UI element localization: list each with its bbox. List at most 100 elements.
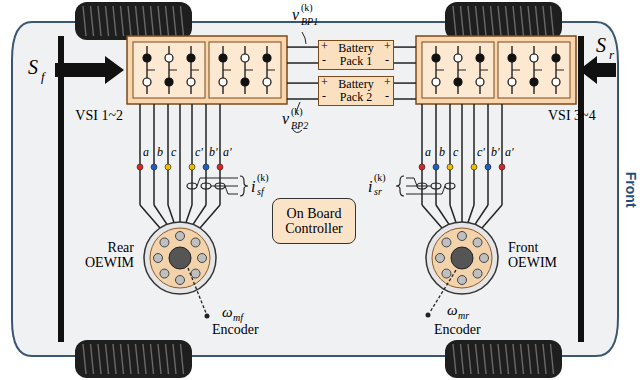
- signal-label: a': [223, 146, 232, 159]
- bolt: [198, 254, 207, 263]
- switch: [219, 78, 227, 86]
- tread: [143, 344, 146, 374]
- bolt: [176, 276, 185, 285]
- sensor-lead: [414, 178, 417, 186]
- leg-tap: [169, 70, 177, 71]
- wheel: [75, 340, 192, 378]
- phase-wire: [154, 205, 167, 224]
- tread: [498, 344, 501, 374]
- switch-group: [133, 42, 205, 98]
- motor-hub: [169, 247, 191, 269]
- phase-dot: [203, 164, 209, 170]
- tread: [91, 6, 94, 36]
- sensor-lead: [406, 178, 414, 179]
- tread: [98, 6, 101, 36]
- wheel: [445, 340, 562, 378]
- leg-tap: [191, 70, 199, 71]
- switch-group: [209, 42, 281, 98]
- motor-stator: [144, 222, 216, 294]
- phase-wire: [435, 104, 437, 205]
- bolt: [191, 238, 200, 247]
- phase-wire: [482, 205, 502, 228]
- switch: [263, 54, 271, 62]
- signal-label: i: [368, 178, 372, 196]
- tread: [453, 6, 456, 36]
- tread: [468, 6, 471, 36]
- phase-wire: [436, 205, 449, 224]
- phase-dot: [217, 164, 223, 170]
- voltage-leader: [302, 32, 306, 44]
- phase-wire: [487, 104, 489, 205]
- tread: [483, 6, 486, 36]
- phase-dot: [137, 164, 143, 170]
- tread: [83, 344, 86, 374]
- part-label: Encoder: [434, 322, 481, 337]
- switch: [187, 78, 195, 86]
- tread: [506, 344, 509, 374]
- bolt: [442, 238, 451, 247]
- switch: [241, 54, 249, 62]
- power-wire: [394, 46, 416, 48]
- tread: [528, 344, 531, 374]
- tread: [143, 6, 146, 36]
- polarity-sign: +: [321, 40, 328, 53]
- sensor-lead: [197, 178, 200, 186]
- motor-ring: [432, 228, 492, 288]
- polarity-sign: -: [322, 90, 326, 103]
- controller-box: On Board Controller: [272, 198, 356, 244]
- current-sensor: [445, 183, 455, 189]
- switch: [241, 78, 249, 86]
- tread: [461, 6, 464, 36]
- tread: [181, 344, 184, 374]
- tread: [476, 6, 479, 36]
- sensor-lead: [211, 186, 214, 187]
- signal-label: sf: [257, 186, 264, 197]
- tread: [83, 6, 86, 36]
- wheels: [75, 2, 562, 378]
- node-label: Battery Pack 1: [330, 42, 382, 68]
- switch: [508, 78, 516, 86]
- encoder-dot: [426, 313, 431, 318]
- sensor-lead: [228, 194, 238, 195]
- tread: [528, 6, 531, 36]
- tread: [128, 6, 131, 36]
- inverter-housing: [416, 36, 576, 104]
- phase-wire: [421, 104, 423, 205]
- power-wire: [287, 46, 318, 48]
- tread: [121, 344, 124, 374]
- tread: [158, 344, 161, 374]
- switch: [476, 78, 484, 86]
- switch: [552, 78, 560, 86]
- bolt: [473, 238, 482, 247]
- tread: [121, 6, 124, 36]
- node-heading: VSI 3~4: [548, 108, 612, 123]
- polarity-sign: -: [385, 54, 389, 67]
- tread: [513, 344, 516, 374]
- power-wire: [179, 104, 181, 222]
- signal-label: a: [425, 146, 431, 159]
- encoder-dot: [205, 314, 210, 319]
- signal-label: mf: [233, 312, 243, 323]
- bolt: [442, 269, 451, 278]
- phase-wire: [219, 104, 221, 205]
- signal-label: r: [609, 48, 614, 62]
- leg-tap: [458, 70, 466, 71]
- sensor-lead: [442, 186, 445, 194]
- tread: [543, 6, 546, 36]
- axle-bar: [578, 36, 584, 342]
- phase-wire: [449, 104, 451, 205]
- tread: [551, 344, 554, 374]
- leg-tap: [147, 70, 155, 71]
- tread: [136, 6, 139, 36]
- tread: [483, 344, 486, 374]
- tread: [453, 344, 456, 374]
- switch: [263, 78, 271, 86]
- signal-label: BP2: [291, 120, 308, 131]
- signal-label: a: [143, 146, 149, 159]
- signal-label: c: [171, 146, 176, 159]
- tread: [491, 344, 494, 374]
- leg-tap: [245, 70, 253, 71]
- current-brace: [396, 176, 404, 196]
- phase-wire: [501, 104, 503, 205]
- signal-label: ω: [222, 304, 233, 321]
